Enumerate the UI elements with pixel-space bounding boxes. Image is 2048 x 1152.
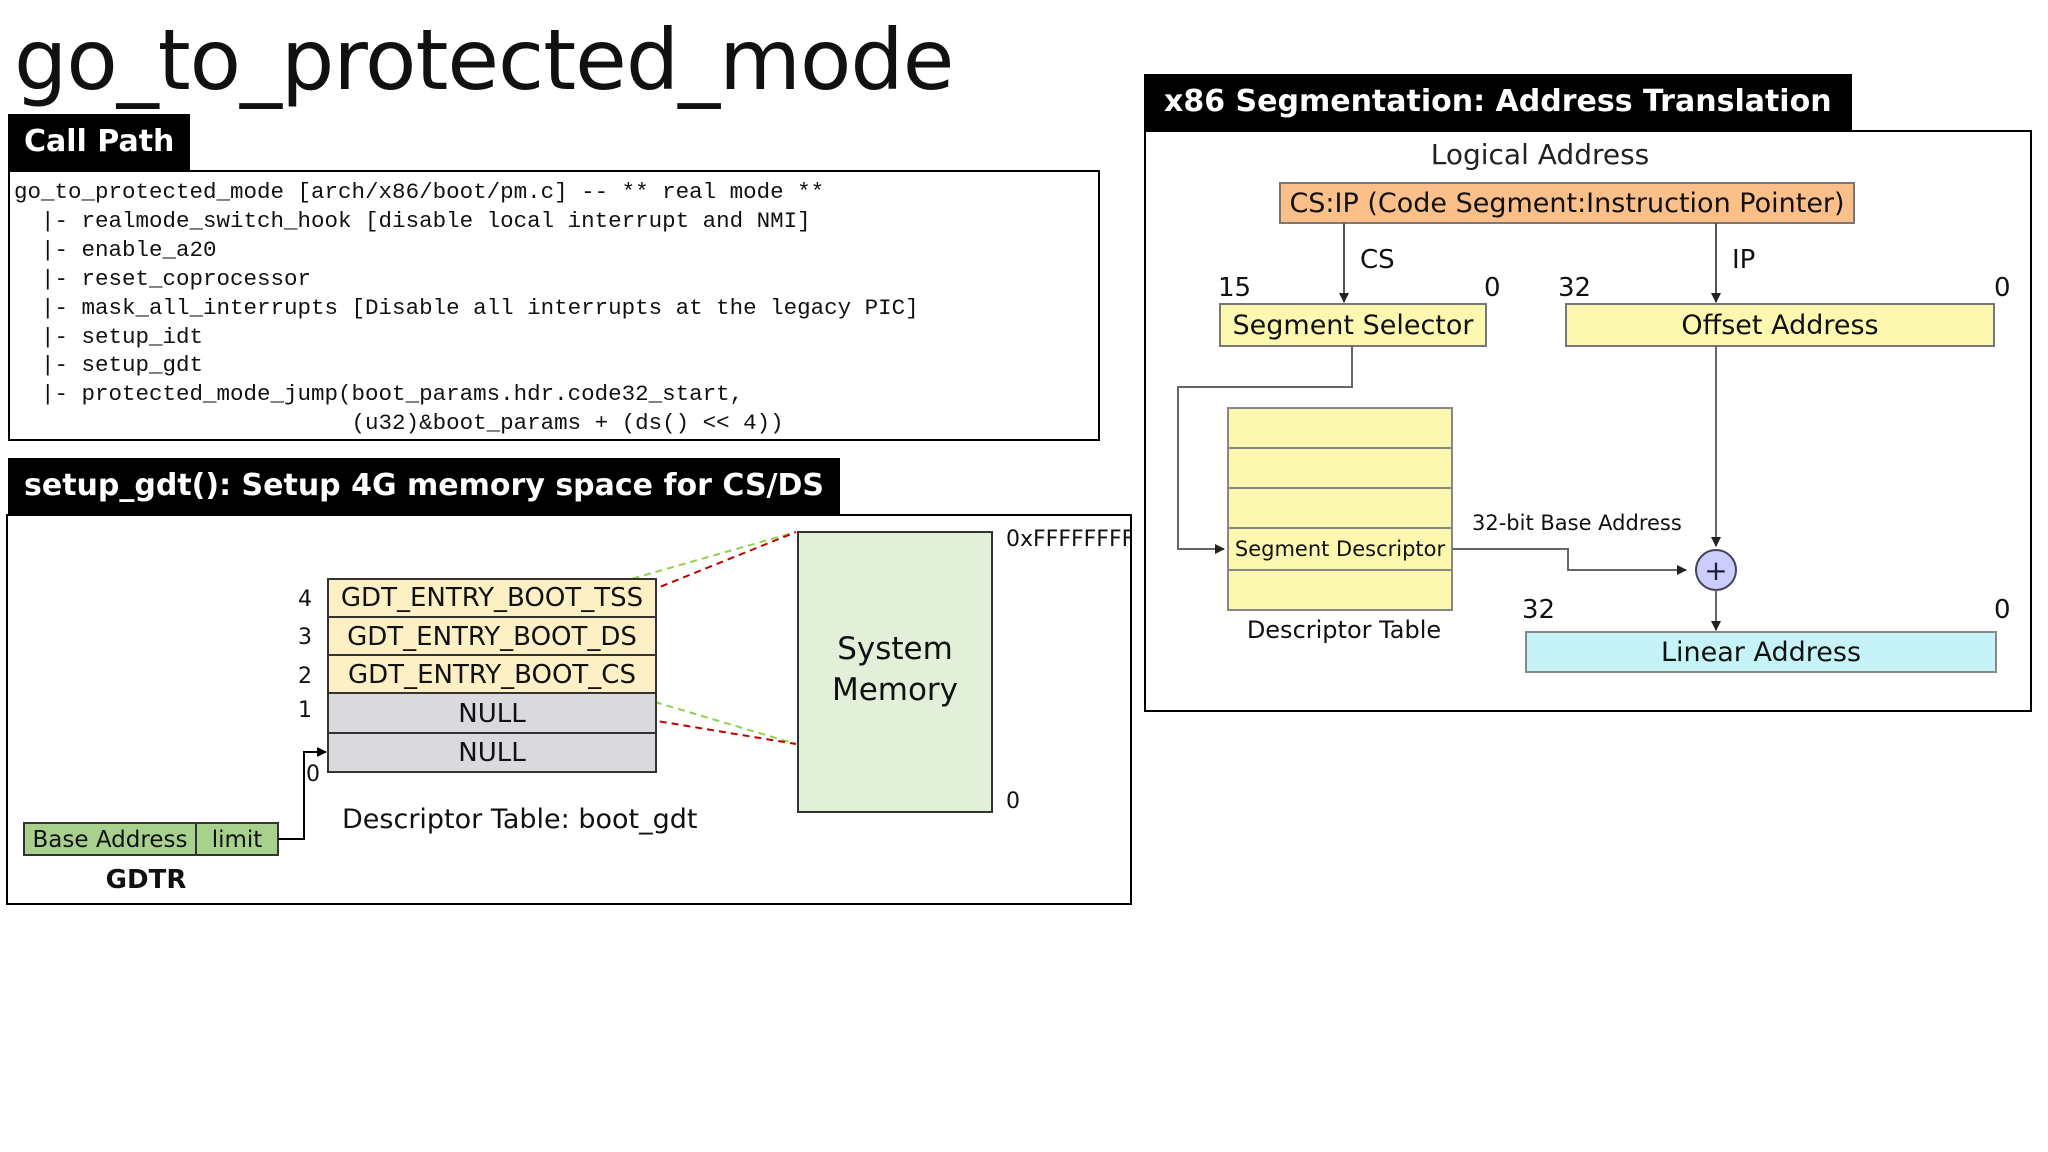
offset-high-bit: 32 bbox=[1558, 273, 1591, 303]
gdt-entry-index: 3 bbox=[298, 625, 312, 650]
call-path-line: |- reset_coprocessor bbox=[14, 265, 312, 292]
call-path-code: go_to_protected_mode [arch/x86/boot/pm.c… bbox=[10, 172, 1098, 438]
descriptor-table-label: Descriptor Table bbox=[1247, 616, 1441, 644]
gdt-entry-label: GDT_ENTRY_BOOT_DS bbox=[347, 622, 637, 652]
call-path-line: (u32)&boot_params + (ds() << 4)) bbox=[14, 410, 784, 437]
gdt-entry-index: 4 bbox=[298, 587, 312, 612]
x86-heading: x86 Segmentation: Address Translation bbox=[1144, 74, 1852, 130]
gdtr-pointer-arrow bbox=[278, 747, 327, 840]
call-path-line: |- mask_all_interrupts [Disable all inte… bbox=[14, 294, 919, 321]
page-title: go_to_protected_mode bbox=[14, 11, 954, 109]
gdt-entry-label: GDT_ENTRY_BOOT_TSS bbox=[341, 583, 643, 613]
call-path-line: |- enable_a20 bbox=[14, 236, 217, 263]
offset-low-bit: 0 bbox=[1994, 273, 2011, 303]
x86-panel: Logical Address CS:IP (Code Segment:Inst… bbox=[1144, 130, 2032, 712]
gdt-entry-label: GDT_ENTRY_BOOT_CS bbox=[348, 660, 636, 690]
gdt-entry-index: 2 bbox=[298, 664, 312, 689]
system-memory-box bbox=[797, 531, 993, 813]
adder-plus: + bbox=[1704, 554, 1727, 587]
call-path-line: |- protected_mode_jump(boot_params.hdr.c… bbox=[14, 381, 744, 408]
gdtr-base-label: Base Address bbox=[33, 827, 188, 853]
selector-index-arrow bbox=[1177, 346, 1353, 554]
linear-high-bit: 32 bbox=[1522, 595, 1555, 625]
x86-diagram: Logical Address CS:IP (Code Segment:Inst… bbox=[1177, 138, 2011, 673]
linear-address-label: Linear Address bbox=[1661, 637, 1861, 668]
base-address-arrow bbox=[1452, 548, 1687, 575]
gdt-entry-3: GDT_ENTRY_BOOT_DS 3 bbox=[298, 616, 657, 656]
system-memory-label: System bbox=[837, 631, 953, 667]
ip-label: IP bbox=[1732, 245, 1755, 275]
logical-address-label: Logical Address bbox=[1431, 138, 1650, 171]
gdt-entry-0: NULL 0 bbox=[306, 732, 657, 787]
call-path-line: go_to_protected_mode [arch/x86/boot/pm.c… bbox=[14, 179, 825, 205]
gdtr-limit-label: limit bbox=[212, 827, 263, 853]
gdt-entry-index: 1 bbox=[298, 698, 312, 723]
gdt-entry-1: NULL 1 bbox=[298, 692, 657, 734]
base-address-label: 32-bit Base Address bbox=[1472, 511, 1682, 535]
call-path-line: |- setup_gdt bbox=[14, 352, 204, 379]
call-path-heading: Call Path bbox=[8, 114, 191, 170]
system-memory-label-2: Memory bbox=[832, 672, 958, 708]
setup-gdt-heading: setup_gdt(): Setup 4G memory space for C… bbox=[8, 458, 841, 514]
linear-low-bit: 0 bbox=[1994, 595, 2011, 625]
setup-gdt-panel: GDT_ENTRY_BOOT_TSS 4 GDT_ENTRY_BOOT_DS 3… bbox=[6, 514, 1132, 905]
gdt-entry-label: NULL bbox=[458, 738, 526, 768]
gdtr-base-cell bbox=[23, 822, 197, 856]
descriptor-table-box bbox=[1227, 407, 1453, 611]
gdt-entry-2: GDT_ENTRY_BOOT_CS 2 bbox=[298, 654, 657, 694]
gdtr-label: GDTR bbox=[106, 865, 187, 895]
setup-gdt-diagram: GDT_ENTRY_BOOT_TSS 4 GDT_ENTRY_BOOT_DS 3… bbox=[23, 527, 1130, 895]
memory-top-address: 0xFFFFFFFF bbox=[1006, 527, 1130, 552]
call-path-line: |- setup_idt bbox=[14, 323, 204, 350]
csip-label: CS:IP (Code Segment:Instruction Pointer) bbox=[1289, 188, 1844, 219]
csip-box bbox=[1279, 182, 1855, 224]
memory-bottom-address: 0 bbox=[1006, 789, 1020, 814]
descriptor-table-caption: Descriptor Table: boot_gdt bbox=[342, 804, 697, 835]
offset-address-label: Offset Address bbox=[1681, 310, 1878, 341]
segment-selector-label: Segment Selector bbox=[1233, 310, 1475, 341]
selector-low-bit: 0 bbox=[1484, 273, 1501, 303]
gdt-entry-index: 0 bbox=[306, 762, 320, 787]
gdt-entry-4: GDT_ENTRY_BOOT_TSS 4 bbox=[298, 578, 657, 618]
call-path-panel: go_to_protected_mode [arch/x86/boot/pm.c… bbox=[8, 170, 1100, 441]
gdt-entry-label: NULL bbox=[458, 699, 526, 729]
linear-address-box bbox=[1525, 631, 1997, 673]
offset-address-box bbox=[1565, 303, 1995, 347]
segment-selector-box bbox=[1219, 303, 1487, 347]
selector-high-bit: 15 bbox=[1218, 273, 1251, 303]
segment-descriptor-label: Segment Descriptor bbox=[1235, 537, 1446, 561]
call-path-line: |- realmode_switch_hook [disable local i… bbox=[14, 207, 811, 234]
cs-label: CS bbox=[1360, 245, 1395, 275]
